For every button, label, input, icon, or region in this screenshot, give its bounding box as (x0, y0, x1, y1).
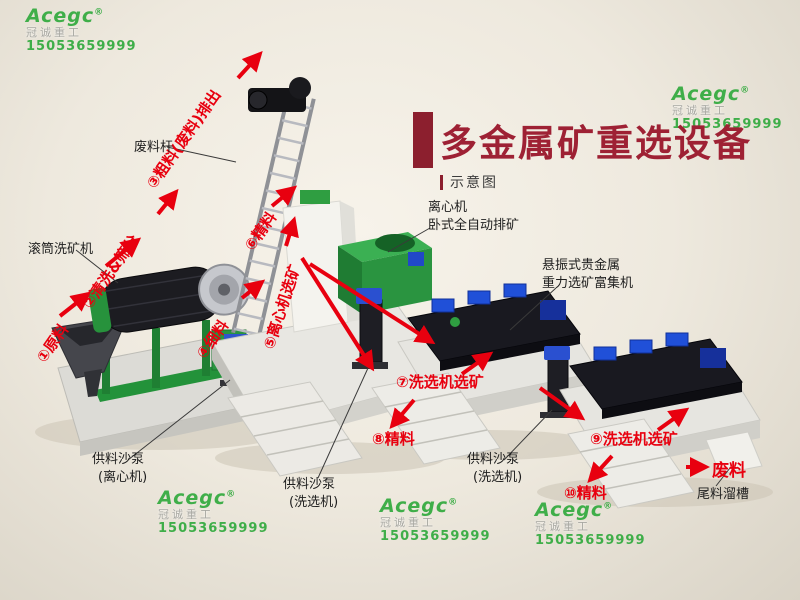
centrifuge-label-line2: 卧式全自动排矿 (428, 217, 520, 233)
arrow-concentrate-2 (389, 398, 416, 430)
pump-washer2-label: 供料沙泵 (洗选机) (467, 451, 522, 486)
pump-washer2-label-line1: 供料沙泵 (467, 452, 520, 467)
watermark-top-left: Acegc® 冠诚重工 15053659999 (26, 5, 137, 54)
flow-arrows (58, 51, 710, 483)
pump-centrifuge-label-line1: 供料沙泵 (92, 452, 145, 467)
shaker-table-1 (371, 283, 599, 465)
company-name: 冠诚重工 (535, 520, 591, 534)
pump-washer1-label-line1: 供料沙泵 (283, 477, 336, 492)
subtitle-accent-bar (440, 174, 443, 190)
leader-lines (75, 146, 731, 487)
shaker-label: 悬振式贵金属 重力选矿富集机 (542, 257, 633, 292)
flow-step-7-label: ⑦洗选机选矿 (396, 373, 484, 391)
arrow-shaker2-select (656, 407, 690, 432)
company-name: 冠诚重工 (672, 104, 728, 118)
pump-centrifuge-label: 供料沙泵 (离心机) (92, 451, 147, 486)
phone-number: 15053659999 (672, 116, 783, 132)
arrow-washing (104, 237, 142, 268)
page-title: 多金属矿重选设备 (440, 122, 752, 165)
phone-number: 15053659999 (380, 528, 491, 544)
centrifuge-label: 离心机 卧式全自动排矿 (428, 199, 519, 234)
arrow-fine-material (240, 279, 266, 300)
brand-logo: Acegc® (672, 83, 751, 105)
company-name: 冠诚重工 (158, 508, 214, 522)
subtitle-text: 示意图 (450, 175, 498, 191)
watermark-bottom-middle: Acegc® 冠诚重工 15053659999 (380, 495, 491, 544)
brand-logo: Acegc® (158, 487, 237, 509)
brand-logo: Acegc® (380, 495, 459, 517)
arrow-concentrate-3 (587, 454, 614, 483)
waste-rod-label: 废料杆 (134, 140, 174, 155)
flow-step-10-label: ⑩精料 (564, 484, 607, 502)
arrow-to-pump (300, 256, 375, 372)
arrow-coarse-out-bottom (156, 188, 179, 216)
phone-number: 15053659999 (26, 38, 137, 54)
shaker-label-line2: 重力选矿富集机 (542, 275, 634, 291)
waste-output-label: 废料 (712, 461, 746, 481)
watermark-bottom-right: Acegc® 冠诚重工 15053659999 (535, 499, 646, 548)
pump-centrifuge-label-line2: (离心机) (98, 469, 148, 485)
tailings-chute-label: 尾料溜槽 (697, 487, 750, 502)
arrow-raw-feed (58, 291, 92, 318)
shaker-table-2 (559, 332, 761, 509)
pump-washer2-label-line2: (洗选机) (473, 469, 523, 485)
phone-number: 15053659999 (158, 520, 269, 536)
arrow-centrifuge-up (279, 216, 299, 247)
centrifuge-label-line1: 离心机 (428, 200, 468, 215)
arrow-shaker1-select (460, 351, 494, 376)
pump-washer1-label: 供料沙泵 (洗选机) (283, 476, 338, 511)
flow-step-8-label: ⑧精料 (372, 430, 415, 448)
drum-washer-machine (51, 263, 269, 456)
washer-drum (88, 263, 251, 333)
drum-washer-label: 滚筒洗矿机 (28, 242, 94, 257)
watermark-top-right: Acegc® 冠诚重工 15053659999 (672, 83, 783, 132)
phone-number: 15053659999 (535, 532, 646, 548)
watermark-bottom-left: Acegc® 冠诚重工 15053659999 (158, 487, 269, 536)
flow-step-9-label: ⑨洗选机选矿 (590, 430, 678, 448)
company-name: 冠诚重工 (380, 516, 436, 530)
brand-logo: Acegc® (26, 5, 105, 27)
arrow-concentrate-1 (270, 185, 298, 208)
tailings-chute (705, 431, 763, 475)
shaker-label-line1: 悬振式贵金属 (542, 258, 621, 273)
brand-logo: Acegc® (535, 499, 614, 521)
arrow-to-shaker1 (308, 262, 436, 345)
arrow-shaker1-to-shaker2 (538, 386, 586, 421)
subtitle: 示意图 (440, 172, 498, 192)
title-accent-block (413, 112, 433, 168)
elevator-ladder (231, 77, 316, 339)
pump-washer1-label-line2: (洗选机) (289, 494, 339, 510)
company-name: 冠诚重工 (26, 26, 82, 40)
arrow-coarse-out-top (236, 51, 263, 80)
